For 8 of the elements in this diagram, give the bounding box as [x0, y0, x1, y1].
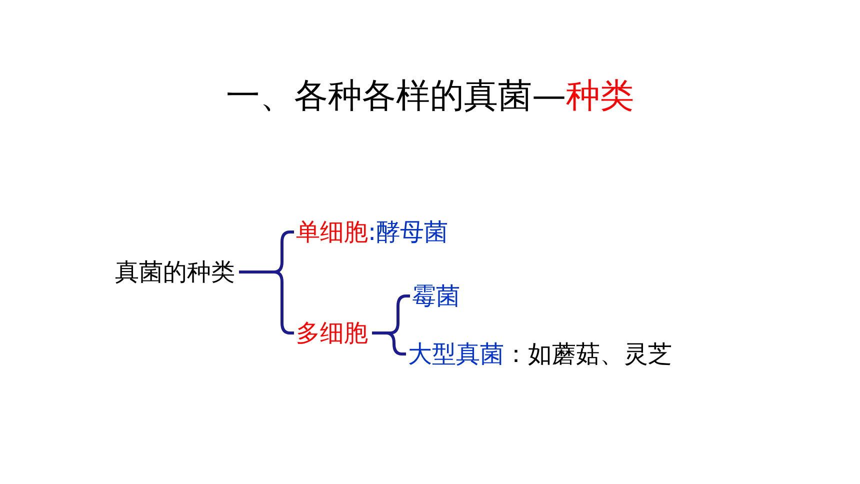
title: 一、各种各样的真菌—种类 [225, 75, 635, 118]
text-label: 多细胞 [296, 317, 368, 349]
brace-connector [239, 270, 294, 334]
brace-connector [372, 332, 406, 356]
text-label: 霉菌 [412, 280, 460, 312]
text-label: 真菌的种类 [115, 256, 235, 288]
text-label: 大型真菌：如蘑菇、灵芝 [408, 338, 672, 370]
text-label: 单细胞:酵母菌 [296, 216, 448, 248]
